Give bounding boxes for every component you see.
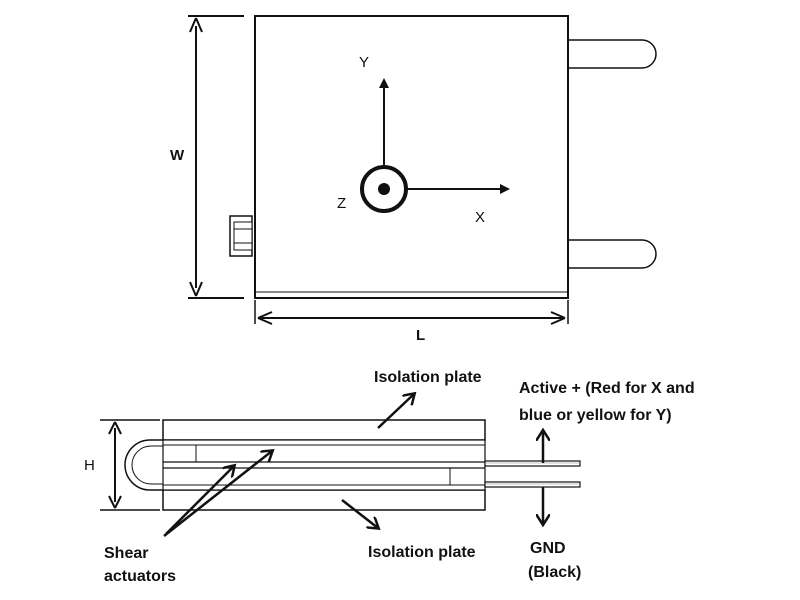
actuator-body-top (254, 15, 569, 299)
dim-length-label: L (416, 327, 425, 344)
axis-x-label: X (475, 209, 485, 226)
gnd-label-line1: GND (530, 540, 566, 557)
pointer-isolation-top (377, 394, 414, 429)
pointer-shear-upper (163, 451, 272, 537)
active-label-line2: blue or yellow for Y) (519, 407, 672, 424)
dim-height-label: H (84, 457, 95, 474)
pointer-isolation-bottom (341, 499, 378, 528)
height-dimension: H (84, 419, 160, 511)
isolation-plate-bottom-label: Isolation plate (368, 544, 476, 561)
dim-width-label: W (170, 147, 185, 164)
length-dimension: L (254, 300, 569, 344)
side-connector (229, 215, 253, 257)
top-view: W L Y X Z (170, 15, 657, 344)
gnd-label-line2: (Black) (528, 564, 581, 581)
isolation-plate-top-shape (162, 419, 486, 441)
isolation-plate-top-label: Isolation plate (374, 369, 482, 386)
top-pin-upper (568, 39, 657, 69)
active-label-line1: Active + (Red for X and (519, 380, 695, 397)
top-pin-lower (568, 239, 657, 269)
side-view: H Isolation plate Isolation p (84, 369, 695, 585)
shear-label-line1: Shear (104, 545, 148, 562)
pointer-shear-lower (165, 466, 234, 535)
width-dimension: W (170, 15, 244, 299)
wire-loop (124, 439, 163, 491)
axis-y-label: Y (359, 54, 369, 71)
electrode-leads (484, 460, 581, 488)
coordinate-axes: Y X Z (337, 54, 510, 226)
shear-label-line2: actuators (104, 568, 176, 585)
axis-z-label: Z (337, 195, 346, 212)
